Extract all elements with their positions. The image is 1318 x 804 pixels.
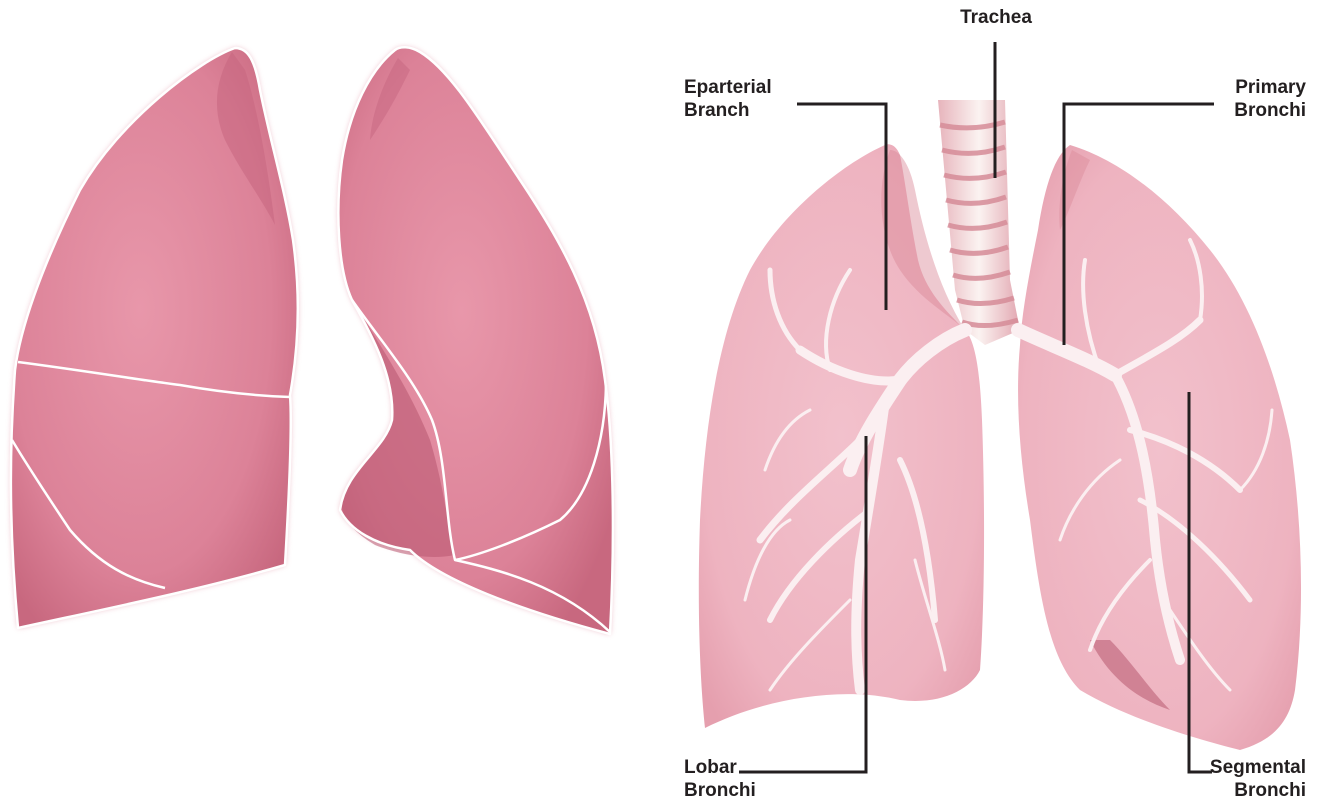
label-segmental-bronchi: Segmental Bronchi: [1210, 756, 1306, 802]
label-primary-bronchi-line1: Primary: [1234, 76, 1306, 99]
label-primary-bronchi-line2: Bronchi: [1234, 99, 1306, 122]
left-lung-lobes: [338, 47, 613, 634]
lungs-bronchi-figure: [699, 42, 1301, 772]
label-eparterial-branch-line1: Eparterial: [684, 76, 772, 99]
label-eparterial-branch: Eparterial Branch: [684, 76, 772, 122]
label-segmental-bronchi-line2: Bronchi: [1210, 779, 1306, 802]
label-segmental-bronchi-line1: Segmental: [1210, 756, 1306, 779]
lungs-lobes-figure: [11, 47, 613, 634]
label-lobar-bronchi-line1: Lobar: [684, 756, 756, 779]
label-primary-bronchi: Primary Bronchi: [1234, 76, 1306, 122]
right-lung-bronchi: [699, 144, 984, 728]
right-lung-lobes: [11, 48, 298, 628]
label-lobar-bronchi: Lobar Bronchi: [684, 756, 756, 802]
left-lung-bronchi: [1018, 145, 1301, 750]
label-eparterial-branch-line2: Branch: [684, 99, 772, 122]
label-trachea: Trachea: [955, 6, 1037, 29]
label-trachea-text: Trachea: [955, 6, 1037, 29]
label-lobar-bronchi-line2: Bronchi: [684, 779, 756, 802]
